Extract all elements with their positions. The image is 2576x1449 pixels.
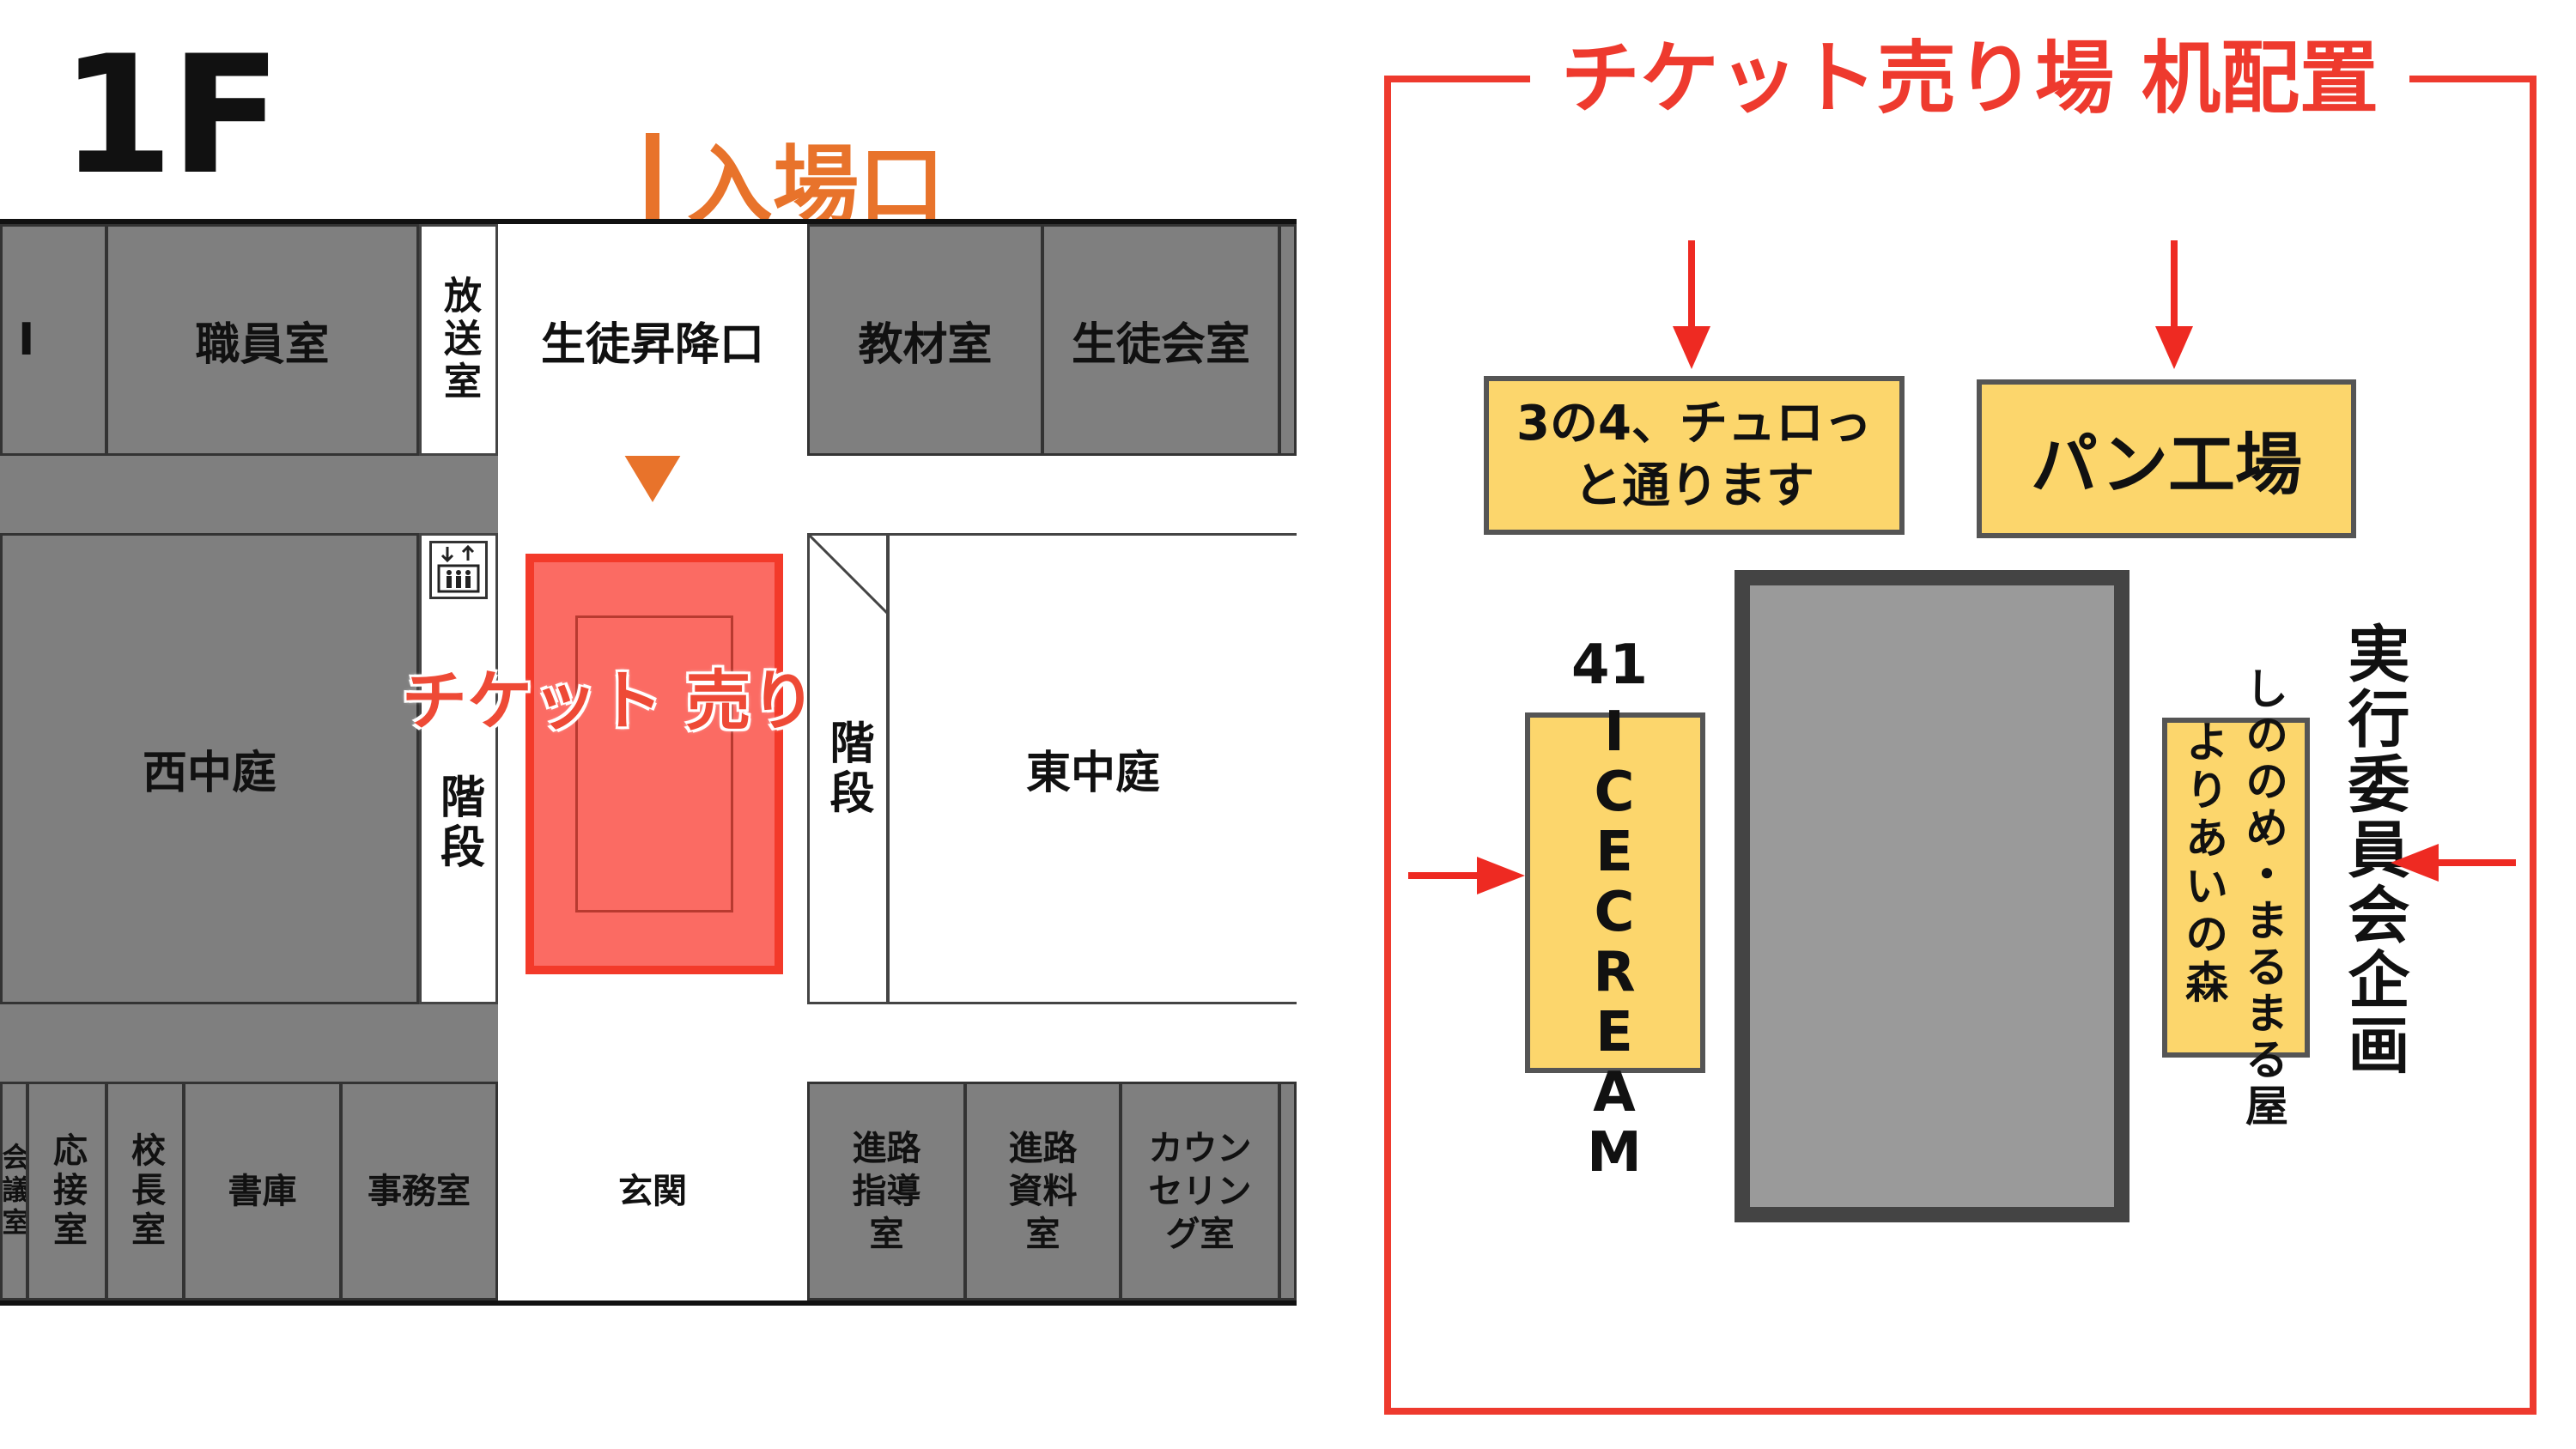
library-storage: 書庫 — [183, 1082, 342, 1300]
ticket-area — [526, 554, 783, 974]
arrow-down-right-icon — [2155, 240, 2193, 369]
broadcast-room: 放送室 — [419, 224, 498, 456]
desk-churro: 3の4、チュロっと通ります — [1484, 376, 1905, 535]
bottom-wall — [0, 1300, 1297, 1306]
desk-layout-title: チケット売り場 机配置 — [1530, 39, 2410, 118]
materials-room: 教材室 — [807, 224, 1043, 456]
desk-icecream — [1525, 712, 1705, 1073]
east-courtyard: 東中庭 — [887, 533, 1297, 1004]
desk-icecream-number: 41 — [1571, 634, 1649, 697]
meeting-room: 会議室 — [0, 1082, 28, 1300]
desk-shinonome — [2162, 718, 2310, 1058]
central-table — [1735, 570, 2129, 1222]
room-i: I — [0, 224, 107, 456]
stairs-left: 階段 — [419, 533, 498, 1004]
desk-shinonome-label: しののめ・まるまる屋 — [2239, 666, 2288, 1130]
reception-room: 応接室 — [27, 1082, 107, 1300]
arrow-left-icon — [2391, 844, 2516, 882]
ticket-area-desk-outline — [575, 615, 733, 912]
west-courtyard: 西中庭 — [0, 533, 419, 1004]
arrow-down-left-icon — [1673, 240, 1710, 369]
stairs-diagonal — [807, 533, 889, 615]
counseling-room: カウンセリング室 — [1120, 1082, 1280, 1300]
corridor-lower-left — [0, 1004, 498, 1082]
ticket-area-label: チケット 売り場 — [402, 663, 882, 739]
career-materials-room: 進路資料室 — [964, 1082, 1121, 1300]
desk-yoriai-label: よりあいの森 — [2178, 719, 2228, 1008]
corridor-upper-left — [0, 456, 498, 533]
career-guidance-room: 進路指導室 — [807, 1082, 966, 1300]
floor-label: 1F — [60, 21, 282, 210]
elevator-icon — [429, 541, 488, 599]
top-wall — [0, 219, 1297, 224]
desk-executive-committee-label: 実行委員会企画 — [2337, 621, 2409, 1078]
front-entrance: 玄関 — [498, 1082, 807, 1300]
student-council-room: 生徒会室 — [1042, 224, 1280, 456]
arrow-right-icon — [1408, 857, 1525, 894]
student-entrance: 生徒昇降口 — [498, 224, 807, 456]
desk-bread-factory: パン工場 — [1977, 379, 2356, 538]
stairs-right: 階段 — [807, 533, 889, 1004]
principal-room: 校長室 — [106, 1082, 185, 1300]
desk-icecream-label: ICECREAM — [1583, 700, 1646, 1181]
room-edge-bottom — [1279, 1082, 1297, 1300]
office: 事務室 — [340, 1082, 498, 1300]
room-edge-top — [1279, 224, 1297, 456]
staff-room: 職員室 — [106, 224, 419, 456]
